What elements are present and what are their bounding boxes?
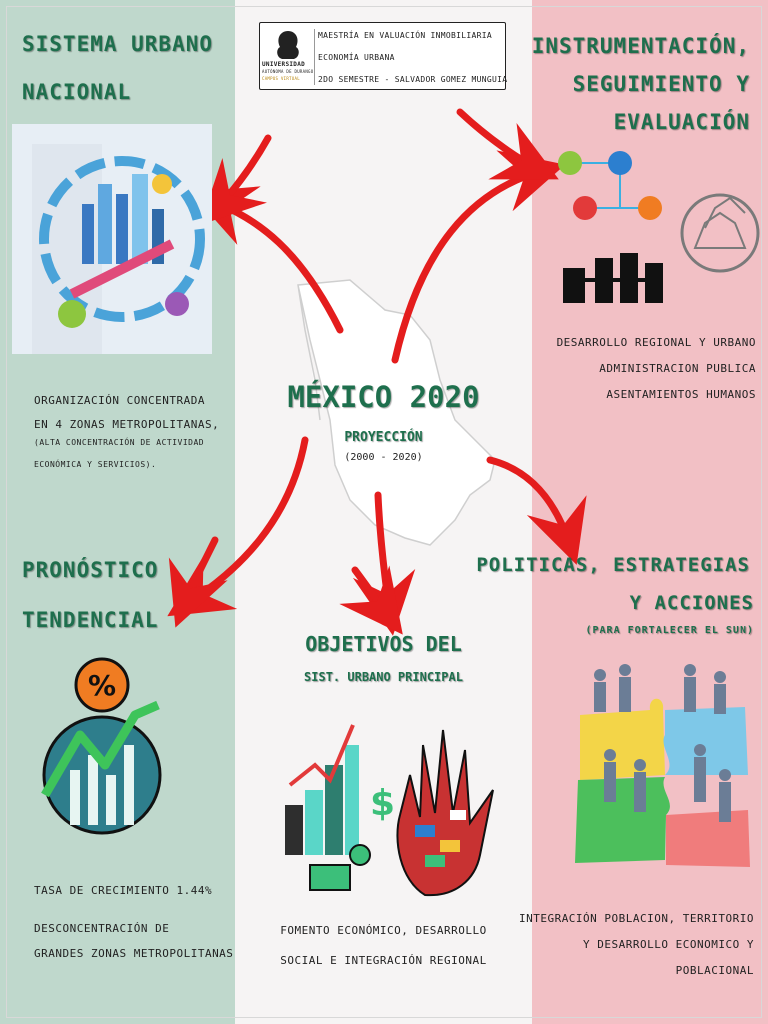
instrumentacion-item-1: Desarrollo regional y urbano bbox=[556, 336, 756, 349]
logo-campus-text: CAMPUS VIRTUAL bbox=[262, 76, 300, 81]
objetivos-text-1: Fomento económico, desarrollo bbox=[280, 924, 487, 937]
mexico-map-icon bbox=[297, 279, 496, 546]
politicas-title-line1: Politicas, estrategias bbox=[476, 554, 750, 576]
politicas-text-1: Integración poblacion, territorio bbox=[518, 912, 754, 925]
sistema-text-2: en 4 zonas metropolitanas, bbox=[34, 418, 220, 431]
objetivos-title-line1: Objetivos del bbox=[305, 632, 462, 656]
logo-text: UNIVERSIDAD bbox=[262, 61, 306, 68]
puzzle-people-illustration-icon bbox=[575, 664, 750, 867]
objetivos-title-line2: Sist. Urbano principal bbox=[304, 670, 463, 684]
svg-text:$: $ bbox=[370, 783, 395, 824]
pronostico-text-2: desconcentración de bbox=[34, 922, 170, 935]
header-line-2: Economía Urbana bbox=[318, 53, 395, 62]
center-subtitle: PROYECCIÓN bbox=[344, 430, 423, 445]
objetivos-text-2: social e integración regional bbox=[280, 954, 487, 967]
politicas-text-3: poblacional bbox=[675, 964, 754, 977]
city-network-illustration-icon bbox=[12, 124, 212, 354]
header-line-3: 2do Semestre - Salvador Gomez Munguia bbox=[318, 75, 508, 84]
instrumentacion-title-line2: seguimiento y bbox=[572, 72, 750, 96]
svg-text:%: % bbox=[88, 669, 116, 702]
header-line-1: Maestría en Valuación Inmobiliaria bbox=[318, 31, 492, 40]
header-divider bbox=[314, 29, 315, 85]
pronostico-title-line1: Pronóstico bbox=[22, 558, 159, 582]
instrumentacion-title-line1: Instrumentación, bbox=[531, 34, 750, 58]
logo-sub-text: AUTÓNOMA DE DURANGO bbox=[262, 69, 314, 74]
pronostico-text-1: tasa de crecimiento 1.44% bbox=[34, 884, 213, 897]
economy-and-flags-hand-icon: $ bbox=[285, 724, 494, 897]
sistema-title-line2: Nacional bbox=[22, 80, 132, 104]
pronostico-title-line2: tendencial bbox=[22, 608, 159, 632]
sistema-text-1: Organización concentrada bbox=[34, 394, 205, 407]
university-logo-icon bbox=[277, 31, 299, 59]
center-range: (2000 - 2020) bbox=[344, 452, 423, 463]
politicas-title-line2: y acciones bbox=[629, 592, 754, 614]
pronostico-text-3: grandes zonas metropolitanas bbox=[34, 947, 234, 960]
meeting-evaluation-illustration-icon bbox=[558, 151, 760, 303]
instrumentacion-item-3: Asentamientos humanos bbox=[606, 388, 756, 401]
politicas-title-sub: (para fortalecer el SUN) bbox=[585, 625, 754, 636]
sistema-text-3: (alta concentración de actividad bbox=[34, 438, 205, 447]
sistema-title-line1: Sistema Urbano bbox=[22, 32, 214, 56]
politicas-text-2: y desarrollo economico y bbox=[583, 938, 754, 951]
university-header: UNIVERSIDAD AUTÓNOMA DE DURANGO CAMPUS V… bbox=[259, 22, 508, 90]
center-title: MÉXICO 2020 bbox=[287, 380, 480, 414]
growth-chart-percent-icon: % bbox=[41, 657, 162, 835]
sistema-text-4: económica y servicios). bbox=[34, 460, 157, 469]
instrumentacion-item-2: Administracion Publica bbox=[599, 362, 756, 375]
instrumentacion-title-line3: evaluación bbox=[613, 110, 750, 134]
